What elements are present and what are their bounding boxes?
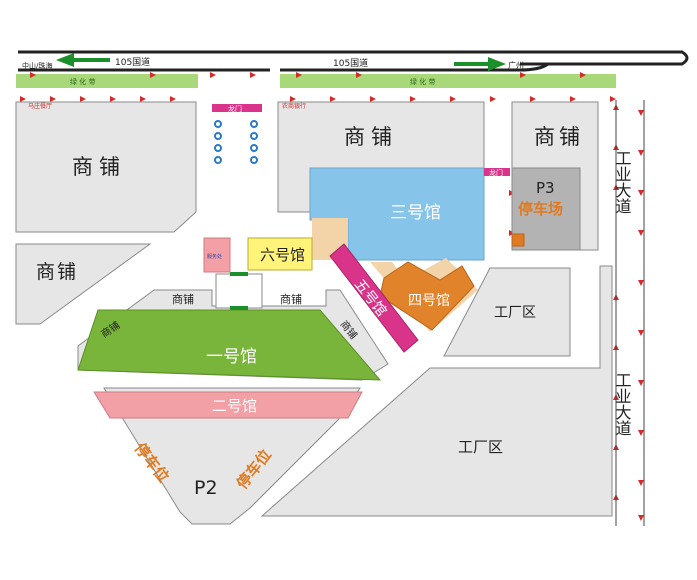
gate-marker-bottom [230,306,248,310]
service-booth-label: 服务处 [207,253,222,260]
green-belt-label-left: 绿 化 带 [70,77,95,86]
avenue-label-bottom-text: 工业大道 [613,372,632,436]
hall-1-label: 一号馆 [206,347,257,367]
traffic-arrows [20,72,644,521]
direction-west-label: 中山/珠海 [22,61,52,70]
dragon-gate-2-label: 龙门 [489,168,503,177]
hall-2-label: 二号馆 [212,397,257,415]
flower-markers [214,120,258,164]
hall-6 [247,237,313,271]
hall-3-label: 三号馆 [390,203,441,223]
top-mid-shop-name: 农商银行 [282,102,306,110]
highway-name-left: 105国道 [115,56,150,68]
hall-5 [329,243,419,353]
dragon-gate-2 [484,168,510,176]
green-belt: 绿 化 带 绿 化 带 [16,74,616,88]
avenue-label-top-text: 工业大道 [613,150,632,214]
dragon-gate-1-label: 龙门 [228,104,242,113]
arrow-west-icon [56,53,110,67]
gate-marker-top [230,272,248,276]
shop-label-left: 商铺 [36,261,78,283]
highway-105: 中山/珠海 广州 105国道 105国道 [18,50,689,72]
highway-line-right [280,62,549,72]
block-shop-left [15,243,152,325]
hall-4-label: 四号馆 [408,293,450,309]
arrow-east-icon [454,57,506,71]
avenue-label-bottom: 工业大道 [613,372,632,436]
green-belt-label-right: 绿 化 带 [410,77,435,86]
service-booth [203,237,231,273]
factory-label-small: 工厂区 [494,305,536,321]
parking-sign-icon [511,233,525,247]
shop-label-top-left: 商铺 [72,155,126,179]
parking-p3-code: P3 [536,179,555,197]
block-factory-large [260,265,613,517]
highway-line-top [18,50,689,66]
hall-2 [93,391,363,419]
top-left-shop-name: 马庄餐厅 [28,102,52,110]
green-belt-left [16,74,198,88]
direction-east-label: 广州 [508,60,524,70]
shop-label-frame-left: 商铺 [172,292,194,306]
shop-label-frame-right: 商铺 [280,292,302,306]
highway-name-right: 105国道 [333,57,368,69]
green-belt-right [280,74,616,88]
parking-p2-code: P2 [194,477,218,499]
block-shop-top-left [15,101,197,233]
shop-label-top-mid: 商铺 [344,125,398,149]
factory-label-large: 工厂区 [458,438,503,456]
dragon-gate-1 [212,104,262,112]
hall-6-label: 六号馆 [260,246,305,264]
entry-gate [215,273,263,309]
avenue-label-top: 工业大道 [613,150,632,214]
block-factory-small [443,267,571,357]
shop-label-top-right: 商铺 [534,125,584,149]
parking-p3-label: 停车场 [518,200,563,218]
